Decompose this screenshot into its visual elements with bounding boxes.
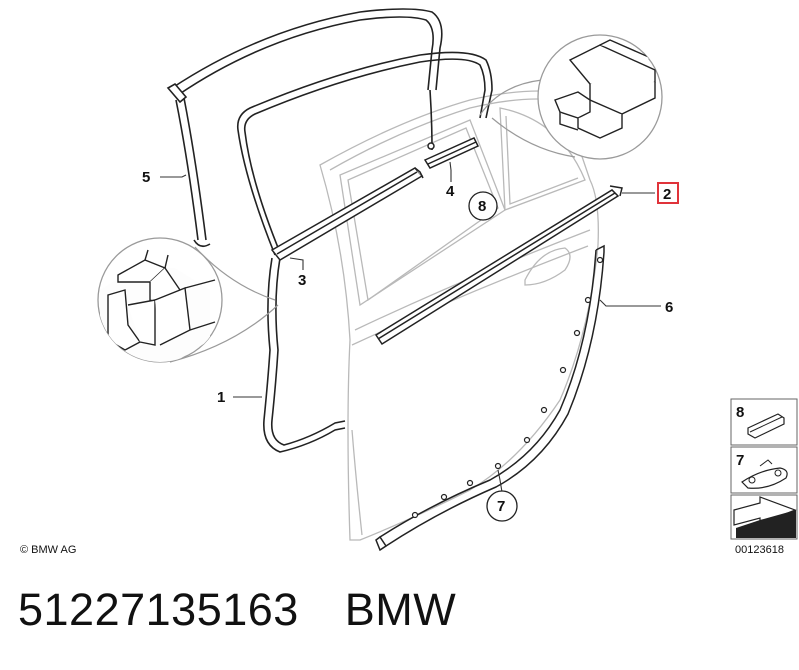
copyright-text: © BMW AG <box>20 544 76 556</box>
leader-lines <box>160 161 661 493</box>
brand-name: BMW <box>344 584 457 635</box>
callout-8: 8 <box>478 198 486 215</box>
part-4-strip <box>423 137 480 169</box>
detail-zoom-right <box>479 34 663 160</box>
part-2-moulding <box>374 185 623 346</box>
callout-5: 5 <box>142 169 150 186</box>
callout-1: 1 <box>217 389 225 406</box>
seal-frame <box>166 8 443 248</box>
callout-2-highlight[interactable]: 2 <box>657 182 679 204</box>
legend-label-7: 7 <box>736 452 744 469</box>
legend-box-7: 7 <box>730 446 798 494</box>
callout-8-circle: 8 <box>468 191 498 221</box>
legend-box-arrow <box>730 494 798 540</box>
callout-7: 7 <box>497 498 505 515</box>
part-number: 51227135163 <box>18 584 299 635</box>
callout-3: 3 <box>298 272 306 289</box>
diagram-number: 00123618 <box>735 544 784 556</box>
callout-2: 2 <box>663 186 671 203</box>
legend-label-8: 8 <box>736 404 744 421</box>
legend-box-8: 8 <box>730 398 798 446</box>
door-shell <box>319 90 599 541</box>
callout-4: 4 <box>446 183 455 200</box>
callout-6: 6 <box>665 299 673 316</box>
callout-7-circle: 7 <box>486 490 518 522</box>
part-6-strip <box>375 244 605 552</box>
part-6-clips <box>411 256 604 519</box>
part-3-strip <box>270 167 424 261</box>
parts-diagram: 5 1 3 4 6 2 8 7 © BMW AG 8 7 00123618 <box>20 8 798 556</box>
detail-zoom-left <box>97 237 279 363</box>
part-info-line: 51227135163 BMW <box>18 584 456 644</box>
